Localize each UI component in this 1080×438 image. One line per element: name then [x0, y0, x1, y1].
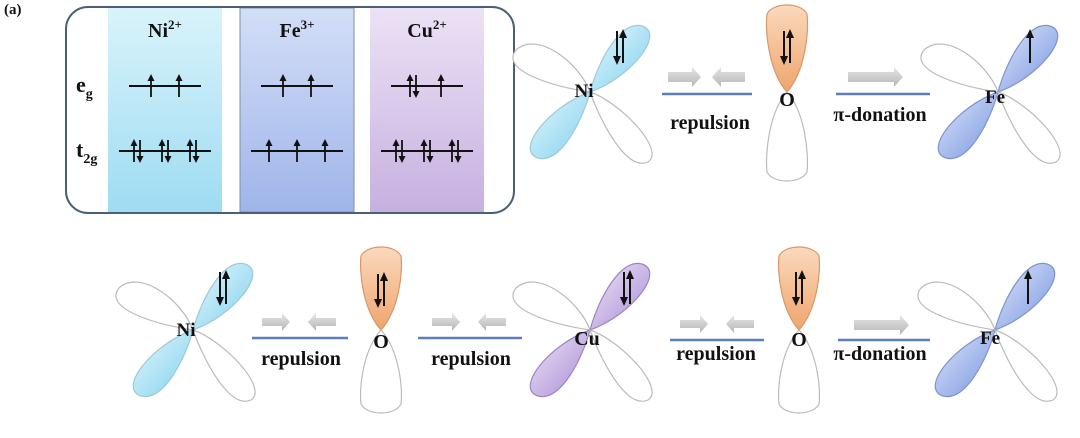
o-lobe-upper: [777, 246, 821, 331]
atom-label-fe-top: Fe: [985, 87, 1005, 108]
o-lobe-lower: [359, 329, 403, 414]
fe-lobe-upper-left: [920, 43, 999, 93]
spin-pair-o-bottom-2: [792, 270, 806, 306]
fe-lobe-upper-right: [994, 262, 1056, 331]
level-eg-1: [261, 74, 333, 97]
o-orbital-top: [765, 4, 809, 182]
donation-arrow-top: [848, 67, 903, 87]
spin-pair-o-top: [780, 29, 794, 65]
cu-lobe-lower-right: [589, 329, 653, 402]
label-donation-bottom: π-donation: [833, 343, 926, 365]
electron-slot-t2g-0-2: [186, 139, 200, 163]
label-repulsion-bottom-1: repulsion: [261, 348, 341, 370]
spin-up-fe-bottom: [1024, 270, 1032, 304]
fe-lobe-upper-right: [997, 24, 1059, 93]
column-fe: [239, 7, 355, 213]
cu-orbital-bottom: [512, 262, 653, 402]
electron-slot-t2g-2-0: [392, 139, 406, 163]
o-lobe-upper: [359, 246, 403, 331]
electron-slot-eg-1-1: [307, 74, 315, 97]
level-t2g-0: [119, 139, 211, 163]
donation-arrow-bottom: [854, 315, 909, 335]
electron-slot-t2g-1-2: [321, 139, 329, 162]
electron-slot-t2g-0-0: [130, 139, 144, 163]
fe-lobe-lower-left: [934, 329, 996, 398]
electron-slot-t2g-1-1: [293, 139, 301, 162]
ni-lobe-upper-right: [192, 262, 254, 331]
ni-lobe-lower-left: [529, 91, 591, 160]
level-t2g-2: [381, 139, 473, 163]
electron-slot-eg-0-0: [147, 74, 155, 97]
top-chain: Ni repulsion O π-donation: [512, 4, 1061, 182]
spin-pair-cu-bottom: [620, 270, 634, 306]
ni-lobe-lower-right: [589, 91, 653, 164]
label-repulsion-top: repulsion: [670, 112, 750, 134]
column-cu: [370, 8, 484, 212]
row-label-eg: eg: [76, 72, 93, 102]
level-eg-0: [129, 74, 201, 97]
spin-pair-ni-top: [613, 29, 627, 65]
column-ni: [108, 8, 222, 212]
fe-lobe-lower-right: [994, 329, 1058, 402]
electron-slot-eg-2-1: [437, 74, 445, 97]
o-lobe-lower: [765, 91, 809, 182]
electron-config-box: Ni2+ Fe3+ Cu2+ eg t2g: [65, 6, 515, 214]
row-label-t2g: t2g: [76, 137, 97, 167]
atom-label-o-bottom-2: O: [791, 329, 807, 351]
spin-pair-ni-bottom: [216, 270, 230, 306]
atom-label-o-bottom-1: O: [373, 331, 389, 353]
electron-slot-eg-0-1: [175, 74, 183, 97]
atom-label-fe-bottom: Fe: [980, 328, 1000, 349]
box-border: [65, 6, 515, 214]
atom-label-o-top: O: [779, 89, 795, 111]
repulsion-arrows-bottom-1: [262, 313, 336, 331]
ni-orbital-top: [512, 24, 653, 164]
label-repulsion-bottom-3: repulsion: [676, 343, 756, 365]
repulsion-arrows-bottom-3: [680, 315, 754, 333]
spin-pair-o-bottom-1: [374, 272, 388, 308]
cu-lobe-lower-left: [529, 329, 591, 398]
fe-orbital-bottom: [917, 262, 1058, 402]
atom-label-ni-top: Ni: [575, 81, 594, 102]
o-lobe-lower: [777, 329, 821, 414]
atom-label-ni-bottom: Ni: [177, 320, 196, 341]
ion-label-ni: Ni2+: [148, 17, 182, 42]
label-donation-top: π-donation: [833, 104, 926, 126]
fe-orbital-top: [920, 24, 1061, 164]
o-orbital-bottom-1: [359, 246, 403, 414]
electron-slot-eg-2-0: [406, 74, 420, 98]
atom-label-cu-bottom: Cu: [574, 328, 600, 350]
repulsion-arrows-top: [668, 67, 745, 87]
ion-label-fe: Fe3+: [279, 17, 314, 42]
cu-lobe-upper-right: [589, 262, 651, 331]
electron-slot-eg-1-0: [279, 74, 287, 97]
ni-lobe-lower-right: [192, 329, 256, 402]
fe-lobe-lower-right: [997, 91, 1061, 164]
repulsion-arrows-bottom-2: [432, 313, 506, 331]
ni-lobe-upper-left: [115, 281, 194, 331]
spin-up-fe-top: [1026, 29, 1034, 63]
fe-lobe-lower-left: [937, 91, 999, 160]
fe-lobe-upper-left: [917, 281, 996, 331]
ni-lobe-lower-left: [132, 329, 194, 398]
electron-slot-t2g-2-1: [420, 139, 434, 163]
level-t2g-1: [251, 139, 343, 162]
electron-slot-t2g-2-2: [448, 139, 462, 163]
ni-lobe-upper-left: [512, 43, 591, 93]
electron-slot-t2g-1-0: [265, 139, 273, 162]
label-repulsion-bottom-2: repulsion: [431, 348, 511, 370]
ion-label-cu: Cu2+: [407, 17, 447, 42]
electron-slot-t2g-0-1: [158, 139, 172, 163]
ni-orbital-bottom: [115, 262, 256, 402]
ni-lobe-upper-right: [589, 24, 651, 93]
panel-label: (a): [4, 2, 22, 18]
bottom-chain: Ni repulsion O repulsion: [115, 246, 1058, 414]
o-lobe-upper: [765, 4, 809, 93]
energy-levels: [119, 74, 473, 163]
level-eg-2: [391, 74, 463, 98]
o-orbital-bottom-2: [777, 246, 821, 414]
cu-lobe-upper-left: [512, 281, 591, 331]
